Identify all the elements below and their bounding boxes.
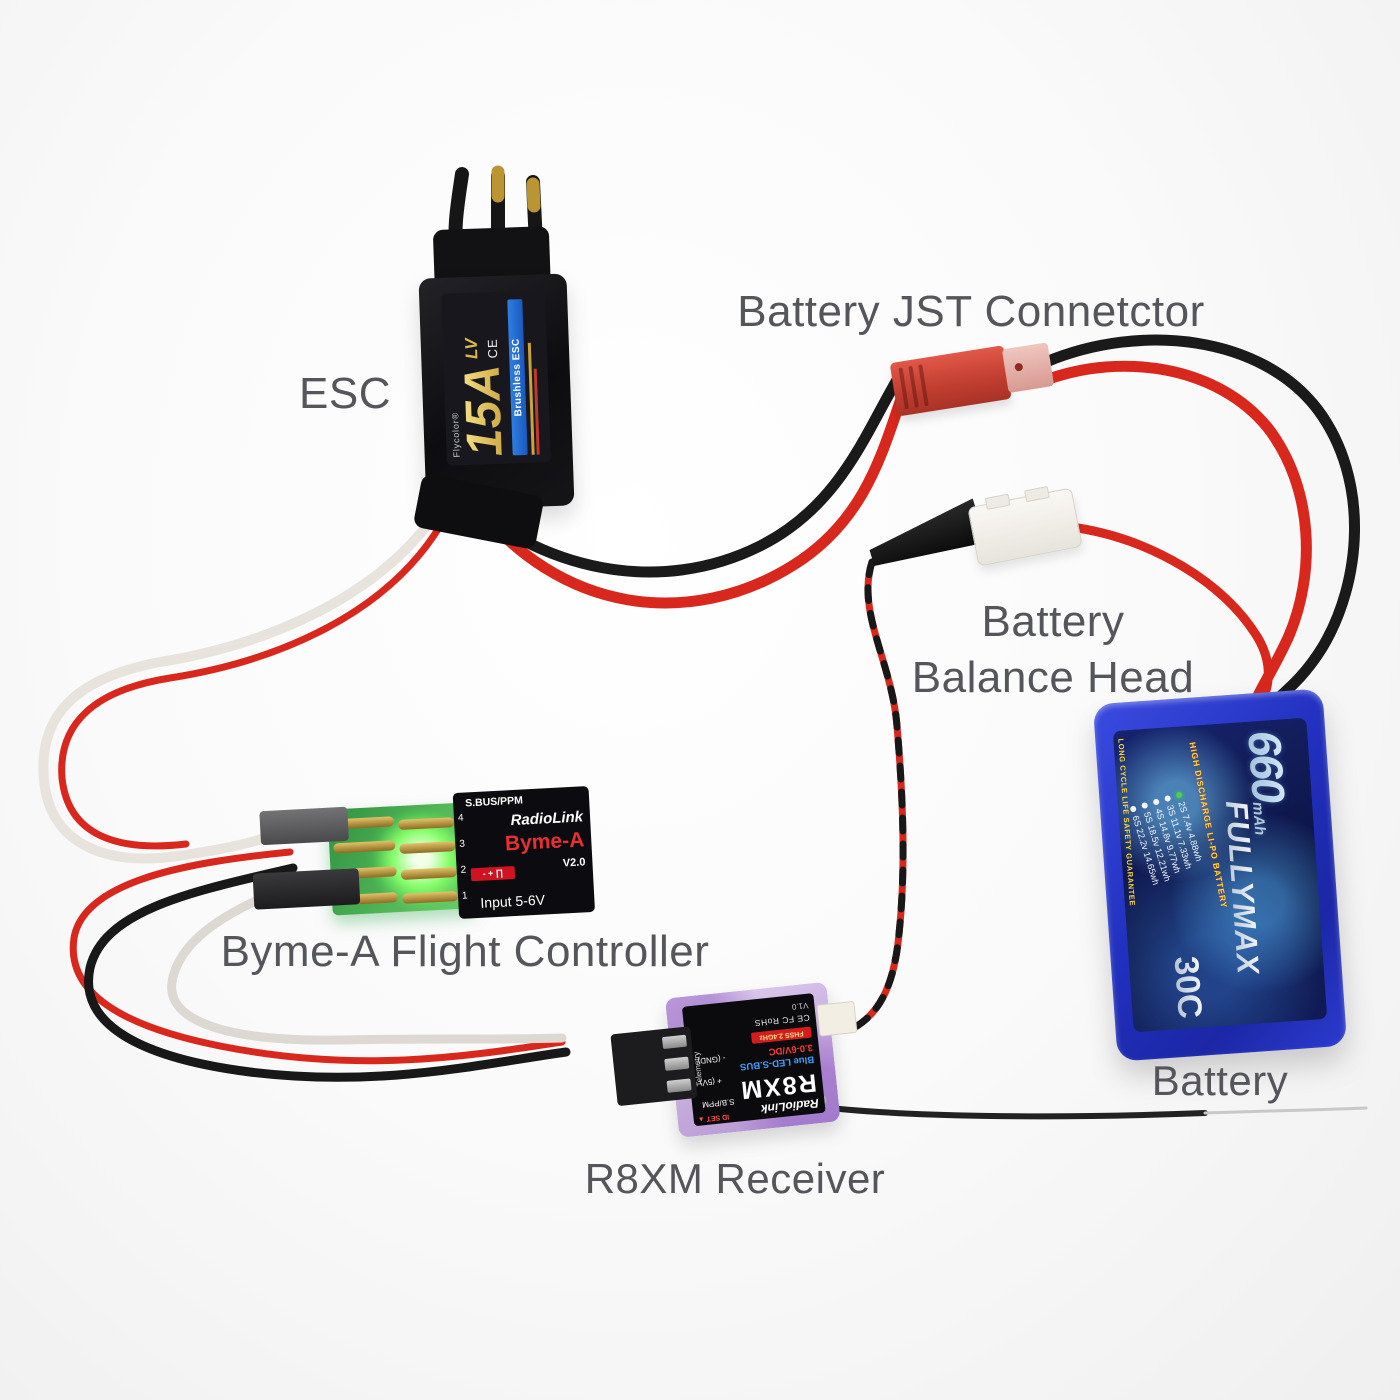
balance-wire-red — [1073, 523, 1273, 707]
jst-annotation: Battery JST Connetctor — [737, 287, 1205, 336]
spec-bullet-icon — [1140, 801, 1149, 810]
esc-annotation: ESC — [299, 369, 391, 418]
fc-annotation: Byme-A Flight Controller — [220, 927, 710, 976]
receiver-annotation: R8XM Receiver — [584, 1155, 886, 1202]
spec-bullet-icon — [1163, 794, 1172, 803]
spec-bullet-icon — [1175, 791, 1183, 799]
esc-rating: 15A — [453, 363, 513, 458]
servo-wire-white — [38, 501, 446, 864]
servo-plug-slot — [666, 1078, 692, 1093]
receiver-rf-chip: FHSS 2.4GHz — [750, 1026, 812, 1044]
fc-model: Byme-A — [504, 828, 585, 856]
fc-rx-wire-white — [167, 879, 567, 1045]
balance-annotation-line1: Battery — [981, 597, 1125, 646]
jst-latch-hole — [1014, 362, 1024, 372]
receiver-power-connector — [816, 1000, 858, 1037]
esc-power-wire-black — [446, 374, 903, 578]
battery-spec-list: 2S 7.4v 4.88wh 3S 11.1v 7.33wh 4S 14.8v … — [1126, 791, 1207, 887]
fc-channel-number: 3 — [459, 838, 466, 850]
esc-spec-bar — [527, 342, 535, 455]
battery-pack: 660mAh FULLYMAX HIGH DISCHARGE LI-PO BAT… — [1092, 688, 1348, 1062]
spec-bullet-icon — [1152, 798, 1160, 806]
fc-rx-wire-red — [69, 848, 566, 1065]
esc-variant: LV — [461, 337, 482, 360]
ce-mark-icon: CE — [484, 338, 501, 359]
balance-annotation: Battery Balance Head — [888, 594, 1218, 707]
fc-channel-number: 1 — [461, 890, 468, 902]
servo-wire-red — [58, 510, 451, 850]
fc-brand: RadioLink — [510, 808, 584, 830]
receiver-label: RadioLink R8XM Blue LED-S.BUS 3.0-6V/DC … — [681, 993, 826, 1127]
antenna-wire-black — [809, 1103, 1208, 1120]
receiver-servo-plug — [610, 1026, 698, 1107]
battery-annotation: Battery — [1151, 1057, 1289, 1104]
bullet-connector-icon — [526, 177, 541, 213]
jst-socket-pink — [1001, 342, 1055, 393]
fc-version: V2.0 — [562, 856, 586, 870]
battery-wire-black — [1040, 334, 1360, 710]
balance-annotation-line2: Balance Head — [911, 653, 1195, 703]
fc-servo-plug-bottom — [252, 868, 361, 910]
jst-ridge — [918, 364, 929, 407]
fc-servo-plug-top — [259, 806, 349, 846]
fc-channel-number: 4 — [457, 812, 464, 824]
receiver-cert: CE FC RoHS — [753, 1012, 811, 1029]
receiver-idset-text: ID SET ▲ — [697, 1112, 730, 1123]
receiver-version: V1.0 — [791, 1000, 809, 1012]
receiver-component: RadioLink R8XM Blue LED-S.BUS 3.0-6V/DC … — [610, 976, 862, 1149]
fc-bus-text: S.BUS/PPM — [464, 794, 524, 810]
esc-spec-bar — [533, 368, 540, 455]
fc-channel-number: 2 — [460, 864, 467, 876]
fc-input-voltage: Input 5-6V — [479, 891, 546, 911]
battery-label: 660mAh FULLYMAX HIGH DISCHARGE LI-PO BAT… — [1112, 717, 1328, 1033]
servo-plug-slot — [661, 1034, 688, 1050]
spec-bullet-icon — [1129, 805, 1137, 813]
battery-discharge-rating: 30C — [1166, 954, 1209, 1020]
twisted-pair-black — [846, 558, 907, 1034]
fc-label: S.BUS/PPM RadioLink Byme-A V2.0 - + ∏ In… — [452, 786, 596, 919]
jst-ridge — [898, 367, 909, 410]
fc-rx-wire-black — [84, 863, 571, 1082]
esc-power-wire-red — [466, 390, 908, 609]
fc-polarity-badge: - + ∏ — [470, 866, 516, 882]
receiver-pin-label: S.B/PPM — [701, 1096, 735, 1110]
flight-controller: S.BUS/PPM RadioLink Byme-A V2.0 - + ∏ In… — [252, 782, 602, 935]
esc-sticker: Flycolor® 15A LV CE Brushless ESC — [441, 290, 551, 466]
jst-ridge — [908, 365, 919, 408]
jst-plug-red — [889, 345, 1012, 417]
servo-plug-slot — [664, 1056, 690, 1071]
antenna-wire-tip — [1203, 1106, 1368, 1115]
battery-wire-red — [1040, 360, 1312, 708]
